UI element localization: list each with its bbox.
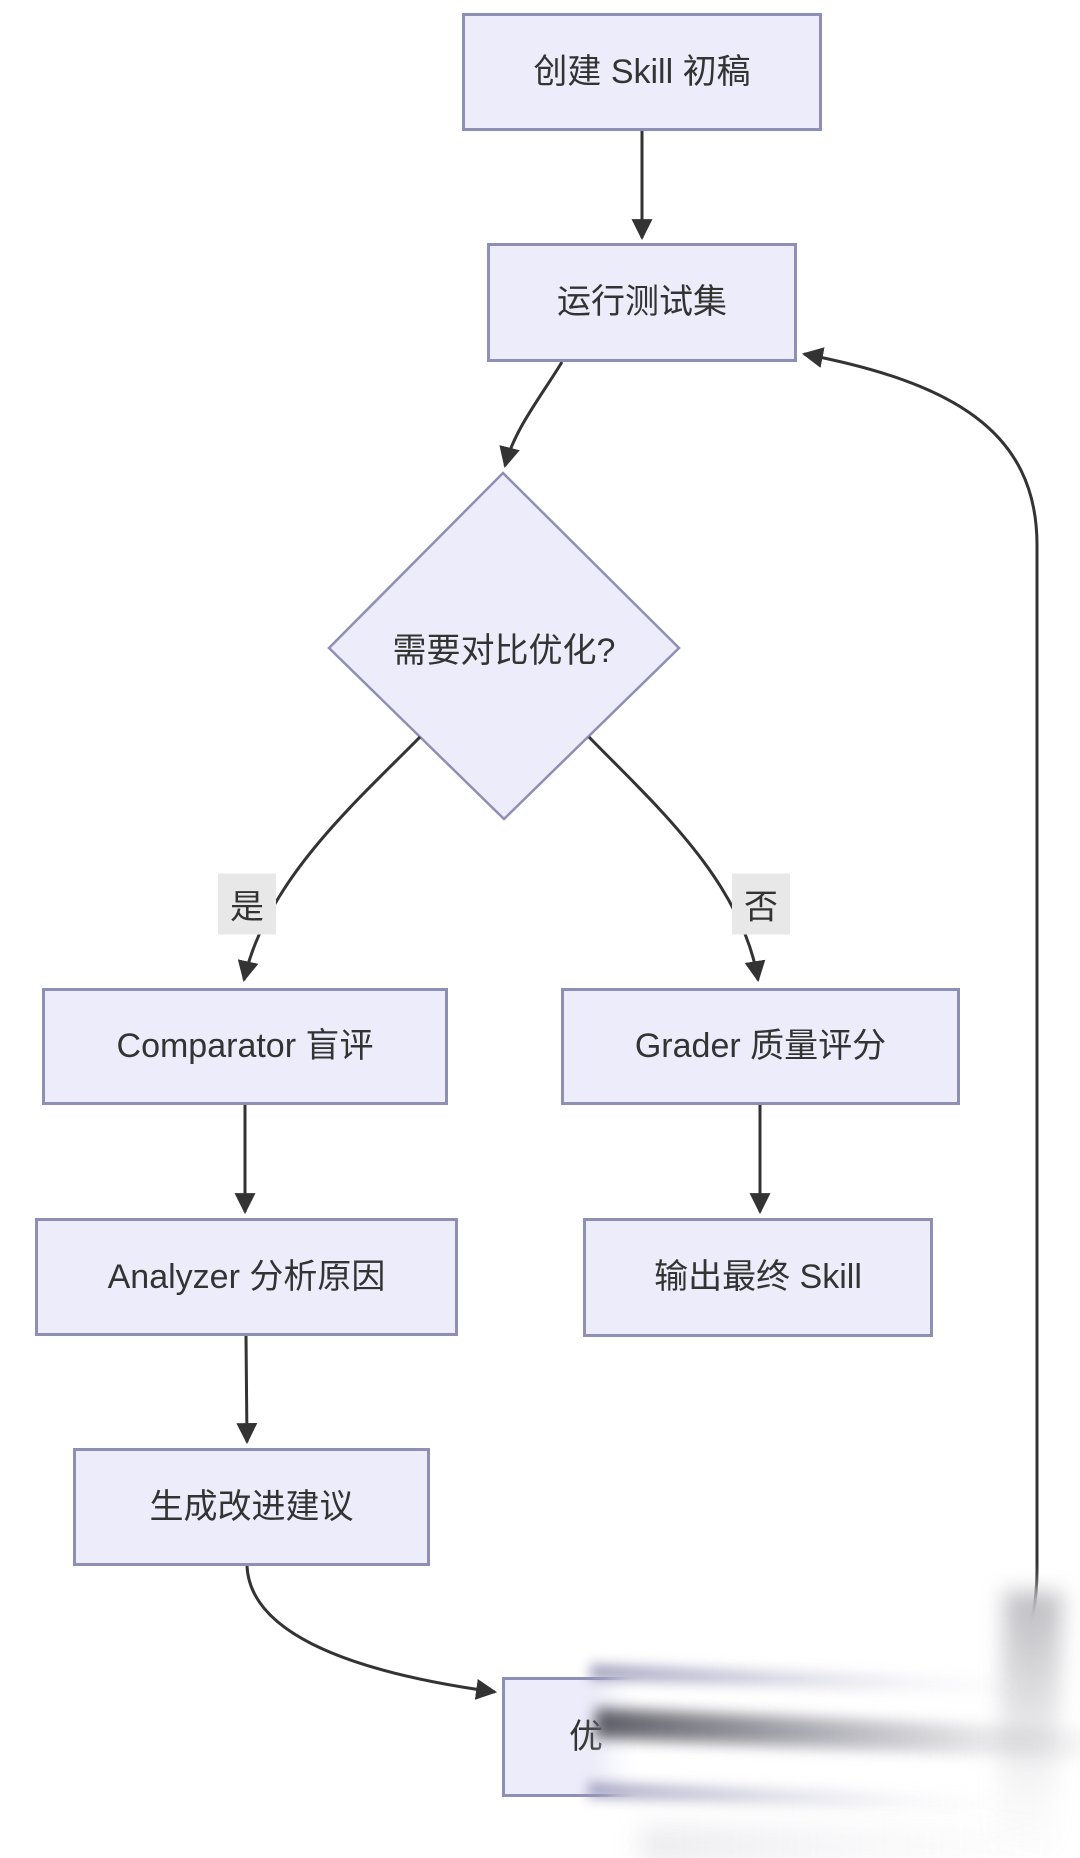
node-run: 运行测试集 (487, 243, 797, 362)
node-optimize: 优 (502, 1677, 802, 1797)
edge-label-no-text: 否 (744, 888, 778, 927)
node-grader: Grader 质量评分 (561, 988, 960, 1105)
node-create: 创建 Skill 初稿 (462, 13, 822, 131)
node-analyzer: Analyzer 分析原因 (35, 1218, 458, 1336)
edge-suggest-to-optimize (245, 1565, 498, 1700)
node-comparator: Comparator 盲评 (42, 988, 448, 1105)
edge-label-yes: 是 (218, 873, 276, 935)
node-grader-label: Grader 质量评分 (634, 1027, 887, 1066)
edge-decision-yes-to-comparator (237, 735, 422, 983)
node-output: 输出最终 Skill (583, 1218, 933, 1337)
node-decide-label-wrap: 需要对比优化? (334, 624, 674, 670)
node-suggest-label: 生成改进建议 (149, 1487, 354, 1526)
edge-run-to-decision (499, 361, 564, 469)
node-run-label: 运行测试集 (557, 283, 727, 322)
edge-decision-no-to-grader (587, 735, 766, 983)
node-create-label: 创建 Skill 初稿 (533, 52, 751, 91)
edge-label-no: 否 (732, 873, 790, 935)
node-suggest: 生成改进建议 (73, 1448, 430, 1566)
decision-diamond (327, 471, 681, 821)
edge-analyzer-to-suggest (236, 1335, 258, 1445)
node-comparator-label: Comparator 盲评 (116, 1027, 374, 1066)
node-analyzer-label: Analyzer 分析原因 (107, 1257, 386, 1296)
node-decide-label: 需要对比优化? (392, 631, 616, 670)
node-optimize-label: 优 (569, 1717, 603, 1756)
edge-label-yes-text: 是 (230, 888, 264, 927)
node-output-label: 输出最终 Skill (654, 1258, 862, 1297)
